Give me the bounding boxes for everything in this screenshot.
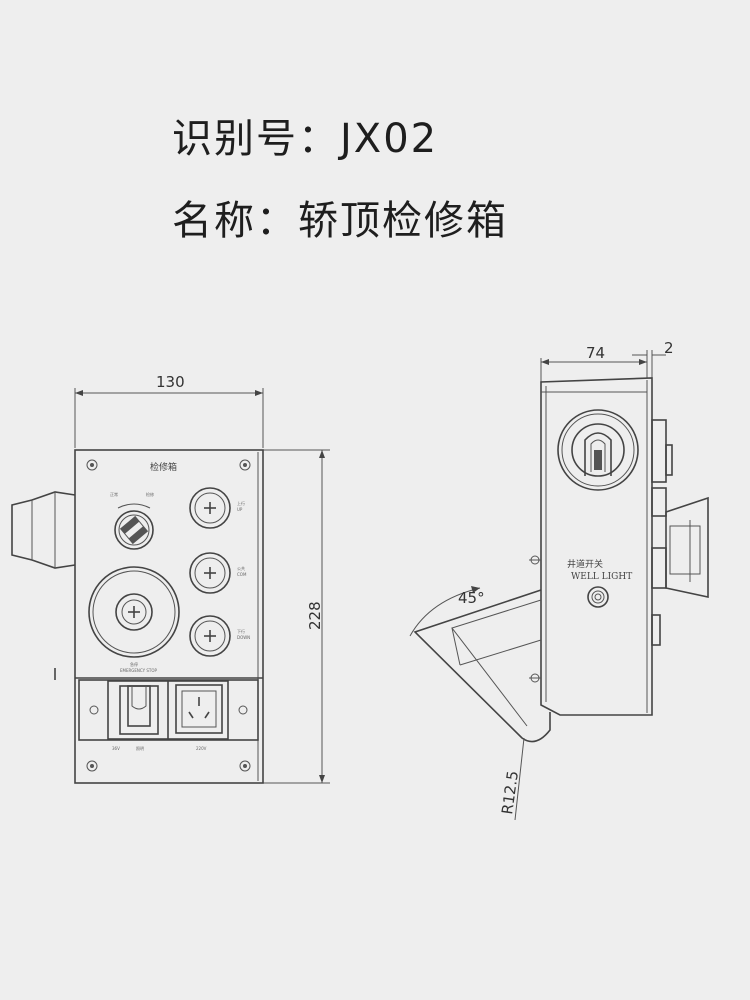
offset-dim-label: 2 xyxy=(664,339,674,357)
identification-number: 识别号：JX02 xyxy=(172,116,439,162)
up-button-sub: UP xyxy=(237,507,243,512)
corner-screws xyxy=(86,459,251,772)
product-name: 名称：轿顶检修箱 xyxy=(172,198,508,244)
selector-left-label: 正常 xyxy=(110,491,118,497)
up-button-label: 上行 xyxy=(237,500,245,506)
side-view: 74 2 井道开关 xyxy=(409,339,709,821)
down-button-sub: DOWN xyxy=(237,635,250,640)
socket-section: 36V 照明 220V xyxy=(75,677,263,751)
switch-label-cn: 井道开关 xyxy=(567,558,603,570)
selector-right-label: 检修 xyxy=(146,491,154,497)
down-button: 下行 DOWN xyxy=(189,615,250,657)
radius-dim-label: R12.5 xyxy=(498,770,522,816)
common-button-sub: COM xyxy=(237,572,247,577)
common-button-label: 公共 xyxy=(237,565,245,571)
side-body xyxy=(540,377,653,716)
depth-dim-label: 74 xyxy=(586,344,605,362)
radius-dimension: R12.5 xyxy=(498,737,525,821)
emergency-stop-button: 急停 EMERGENCY STOP xyxy=(88,566,180,673)
up-button: 上行 UP xyxy=(189,487,245,529)
height-dim-label: 228 xyxy=(306,601,324,630)
mounting-bracket: 45° xyxy=(409,586,551,743)
socket3-label: 220V xyxy=(196,746,207,751)
depth-dimension: 74 2 xyxy=(540,339,674,382)
width-dim-label: 130 xyxy=(156,373,185,391)
down-button-label: 下行 xyxy=(237,628,245,634)
front-view: 130 228 检修箱 xyxy=(11,373,330,784)
estop-label: 急停 xyxy=(130,661,138,667)
side-protrusions xyxy=(651,419,709,646)
socket1-label: 36V xyxy=(112,746,120,751)
angle-dim-label: 45° xyxy=(458,589,485,607)
socket2-label: 照明 xyxy=(136,746,144,751)
estop-sub: EMERGENCY STOP xyxy=(120,668,157,673)
cable-gland xyxy=(11,491,76,680)
switch-label-en: WELL LIGHT xyxy=(571,572,632,582)
key-lock xyxy=(557,409,639,491)
mode-selector-switch: 正常 检修 xyxy=(110,491,154,550)
panel-title: 检修箱 xyxy=(150,461,177,473)
panel-outline xyxy=(74,449,264,784)
common-button: 公共 COM xyxy=(189,552,247,594)
well-light-switch: 井道开关 WELL LIGHT xyxy=(567,558,632,608)
height-dimension: 228 xyxy=(263,449,330,784)
width-dimension: 130 xyxy=(74,373,264,448)
